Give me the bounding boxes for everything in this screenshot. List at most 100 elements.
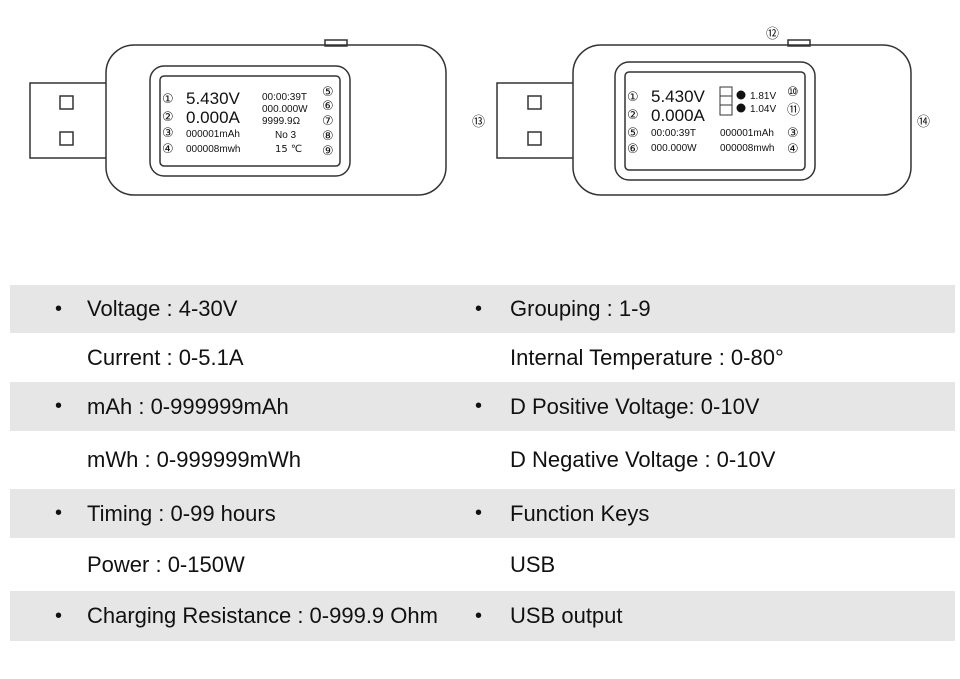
screen-left-temperature: 15 ℃ [275,144,302,155]
screen-right [624,71,806,171]
spec-cell-left: Power : 0-150W [10,538,955,591]
screen-left-group: No 3 [275,130,297,141]
spec-cell-right: • Function Keys [10,489,955,538]
usb-pin-left-2 [59,131,74,146]
marker-l6: ⑥ [322,99,334,114]
screen-frame-right [614,61,816,181]
usb-plug-left [29,82,109,159]
bullet-icon: • [55,502,63,524]
spec-cell-right: Internal Temperature : 0-80° [10,333,955,382]
marker-l5: ⑤ [322,85,334,100]
screen-right-current: 0.000A [651,106,706,125]
bullet-icon: • [475,395,483,417]
bullet-icon: • [475,297,483,320]
spec-cell-right: • USB output [10,591,955,641]
spec-cell-left: • Charging Resistance : 0-999.9 Ohm [10,591,955,641]
spec-row: • mAh : 0-999999mAh • D Positive Voltage: 0… [10,382,955,431]
screen-frame-left [149,65,351,177]
spec-cell-left: Current : 0-5.1A [10,333,955,382]
marker-r3: ③ [787,126,799,141]
key-tab-left [324,39,348,47]
screen-left-current: 0.000A [186,108,241,127]
spec-text-left: Charging Resistance : 0-999.9 Ohm [87,603,438,628]
device-left [29,39,447,196]
spec-text-left: mAh : 0-999999mAh [87,393,289,419]
spec-text-left: Power : 0-150W [87,551,245,577]
screen-left-mwh: 000008mwh [186,144,240,155]
bullet-icon: • [475,604,483,627]
screen-left-power: 000.000W [262,104,308,115]
bullet-icon: • [55,395,63,417]
bullet-icon: • [475,502,483,524]
usb-pin-left-1 [59,95,74,110]
spec-cell-left: mWh : 0-999999mWh [10,431,955,489]
marker-r1: ① [627,90,639,105]
bullet-icon: • [55,297,63,320]
spec-text-left: Timing : 0-99 hours [87,500,276,526]
screen-left-resistance: 9999.9Ω [262,116,301,127]
spec-text-right: Internal Temperature : 0-80° [510,344,784,370]
marker-l1: ① [162,92,174,107]
marker-r5: ⑤ [627,126,639,141]
screen-right-time: 00:00:39T [651,128,696,139]
usb-pin-right-2 [527,131,542,146]
spec-row: • Timing : 0-99 hours • Function Keys [10,489,955,538]
spec-text-right: D Negative Voltage : 0-10V [510,447,776,472]
spec-text-right: Grouping : 1-9 [510,296,651,321]
screen-right-mwh: 000008mwh [720,143,774,154]
spec-cell-right: USB [10,538,955,591]
screen-right-mah: 000001mAh [720,128,774,139]
marker-l2: ② [162,110,174,125]
marker-r13: ⑬ [472,115,485,130]
device-diagrams: ① ② ③ ④ 5.430V 0.000A 000001mAh 000008mw… [0,0,960,250]
spec-cell-right: D Negative Voltage : 0-10V [10,431,955,489]
marker-l8: ⑧ [322,129,334,144]
marker-r12: ⑫ [766,27,779,42]
marker-r2: ② [627,108,639,123]
screen-right-d-minus: 1.04V [750,104,776,115]
spec-cell-left: • Voltage : 4-30V [10,285,955,333]
spec-row: • Voltage : 4-30V • Grouping : 1-9 [10,285,955,333]
usb-pin-right-1 [527,95,542,110]
bullet-icon: • [55,604,63,627]
spec-row: Power : 0-150W USB [10,538,955,591]
marker-l4: ④ [162,142,174,157]
screen-right-d-plus: 1.81V [750,91,776,102]
spec-text-right: Function Keys [510,500,650,526]
spec-row: Current : 0-5.1A Internal Temperature : 0… [10,333,955,382]
spec-text-left: Current : 0-5.1A [87,344,244,370]
marker-l7: ⑦ [322,114,334,129]
marker-r10: ⑩ [787,85,799,100]
spec-text-left: Voltage : 4-30V [87,296,238,321]
marker-r11: ⑪ [787,103,800,118]
screen-right-voltage: 5.430V [651,87,706,106]
device-body-right [572,44,912,196]
screen-left [159,75,341,167]
spec-text-right: USB output [510,603,623,628]
device-diagrams-svg: ① ② ③ ④ 5.430V 0.000A 000001mAh 000008mw… [29,27,930,196]
spec-cell-left: • Timing : 0-99 hours [10,489,955,538]
device-body-left [105,44,447,196]
spec-cell-right: • Grouping : 1-9 [10,285,955,333]
marker-r4: ④ [787,142,799,157]
screen-left-voltage: 5.430V [186,89,241,108]
d-plus-icon [736,90,746,100]
d-minus-icon [736,103,746,113]
spec-text-left: mWh : 0-999999mWh [87,447,301,472]
screen-right-power: 000.000W [651,143,697,154]
marker-r14: ⑭ [917,115,930,130]
spec-cell-left: • mAh : 0-999999mAh [10,382,955,431]
spec-row: • Charging Resistance : 0-999.9 Ohm • USB o… [10,591,955,641]
spec-text-right: USB [510,551,556,577]
marker-r6: ⑥ [627,142,639,157]
device-right [496,39,912,196]
spec-text-right: D Positive Voltage: 0-10V [510,393,760,419]
screen-left-time: 00:00:39T [262,92,307,103]
screen-left-mah: 000001mAh [186,129,240,140]
d-indicator-box [719,86,733,116]
key-tab-right [787,39,811,47]
marker-l9: ⑨ [322,144,334,159]
spec-cell-right: • D Positive Voltage: 0-10V [10,382,955,431]
marker-l3: ③ [162,126,174,141]
